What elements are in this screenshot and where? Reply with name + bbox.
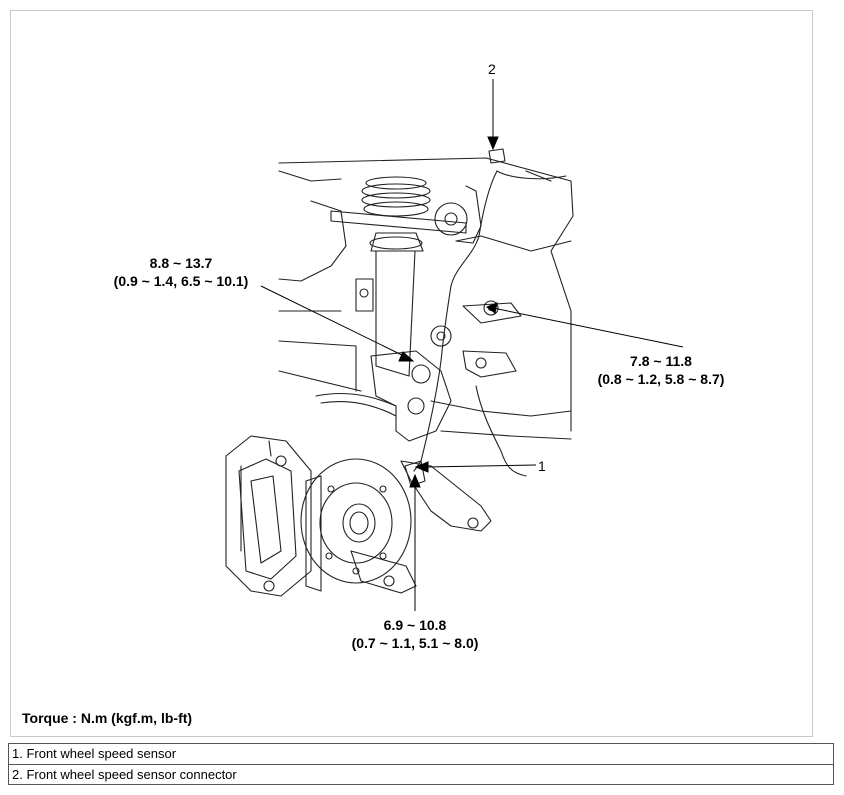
- legend-row: 2. Front wheel speed sensor connector: [9, 764, 833, 784]
- strut-body: [375, 250, 416, 377]
- brake-caliper: [225, 435, 312, 597]
- torque-value: 8.8 ~ 13.7: [149, 255, 213, 271]
- callout-1-number: 1: [538, 458, 546, 474]
- brake-hose: [475, 385, 527, 477]
- body-panel: [278, 157, 574, 432]
- arrow-head-torque-2: [485, 302, 498, 314]
- arrow-head-2: [487, 136, 499, 151]
- callout-2-number: 2: [488, 61, 496, 77]
- legend-row: 1. Front wheel speed sensor: [12, 746, 177, 761]
- torque-alt-units: (0.7 ~ 1.1, 5.1 ~ 8.0): [351, 635, 479, 651]
- body-panel: [278, 170, 347, 282]
- leader-line-torque-2: [492, 307, 684, 348]
- torque-alt-units: (0.9 ~ 1.4, 6.5 ~ 10.1): [113, 273, 249, 289]
- torque-label-1: 8.8 ~ 13.7 (0.9 ~ 1.4, 6.5 ~ 10.1): [101, 254, 261, 290]
- leader-line-1: [425, 464, 537, 468]
- sensor-harness: [413, 170, 498, 472]
- wheel-hub: [300, 458, 412, 584]
- suspension-drawing: [225, 79, 684, 611]
- arrow-head-torque-1: [398, 351, 415, 362]
- body-panel: [278, 310, 362, 392]
- body-panel: [430, 400, 572, 440]
- leader-line-torque-1: [260, 285, 407, 358]
- arrow-head-1: [414, 461, 429, 473]
- legend-table: 1. Front wheel speed sensor 2. Front whe…: [8, 743, 834, 785]
- torque-units-note: Torque : N.m (kgf.m, lb-ft): [22, 710, 193, 726]
- torque-value: 6.9 ~ 10.8: [383, 617, 447, 633]
- diagram-frame: 2 1 8.8 ~ 13.7 (0.9 ~ 1.4, 6.5 ~ 10.1) 7…: [10, 10, 813, 737]
- body-panel: [455, 235, 572, 252]
- arrow-head-torque-3: [409, 473, 421, 488]
- torque-value: 7.8 ~ 11.8: [630, 353, 692, 369]
- torque-alt-units: (0.8 ~ 1.2, 5.8 ~ 8.7): [597, 371, 725, 387]
- torque-label-2: 7.8 ~ 11.8 (0.8 ~ 1.2, 5.8 ~ 8.7): [581, 352, 741, 388]
- torque-label-3: 6.9 ~ 10.8 (0.7 ~ 1.1, 5.1 ~ 8.0): [335, 616, 495, 652]
